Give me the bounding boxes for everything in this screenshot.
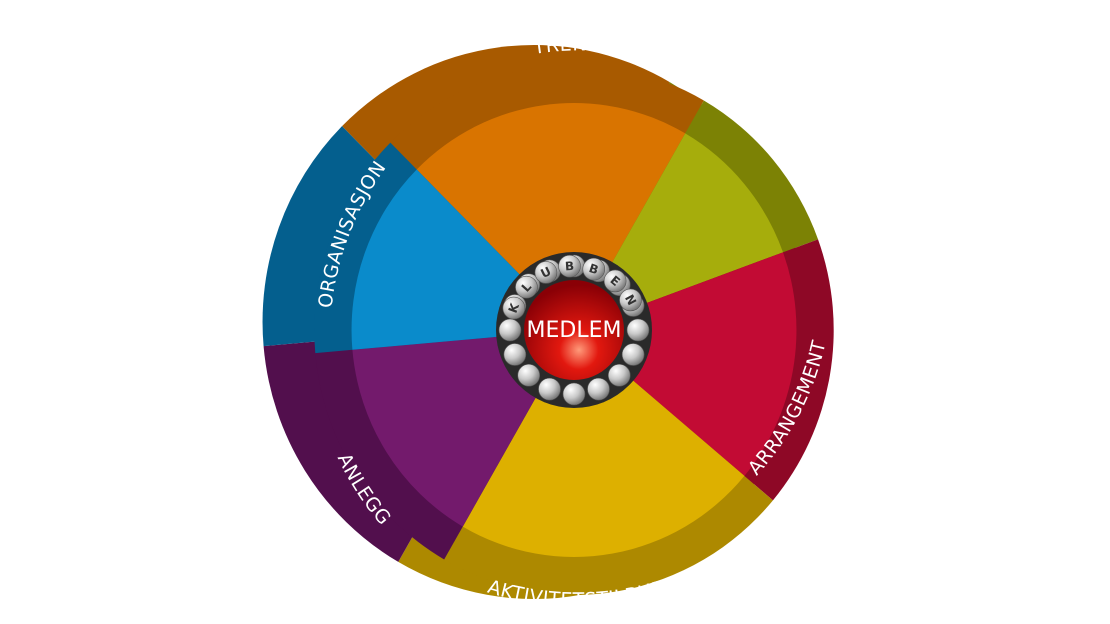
segment-label-trenere: TRENERE xyxy=(531,33,628,59)
center-label: MEDLEM xyxy=(527,318,622,343)
bead xyxy=(538,377,561,401)
letter-bead xyxy=(582,257,606,281)
letter-bead xyxy=(558,254,581,278)
letter-bead xyxy=(603,269,627,293)
face-segment-arrangement xyxy=(574,252,797,476)
letter-bead xyxy=(515,275,538,299)
bead xyxy=(517,363,541,387)
bead xyxy=(621,343,645,366)
bead xyxy=(587,377,610,401)
ring-letter: B xyxy=(564,259,574,274)
bead xyxy=(626,318,650,342)
face-segment-trenere xyxy=(416,102,686,331)
bead xyxy=(607,363,631,387)
letter-bead xyxy=(619,288,642,312)
bead xyxy=(562,382,586,406)
center-sphere xyxy=(524,280,624,380)
bead xyxy=(503,343,527,366)
ring-letter: B xyxy=(587,261,600,277)
rim-highlight-line xyxy=(240,5,681,586)
wheel-face xyxy=(314,64,834,595)
bead xyxy=(498,318,522,342)
face-segment-aktivitetstilbud xyxy=(462,330,745,557)
letter-bead xyxy=(534,261,558,284)
letter-bead xyxy=(502,296,526,320)
